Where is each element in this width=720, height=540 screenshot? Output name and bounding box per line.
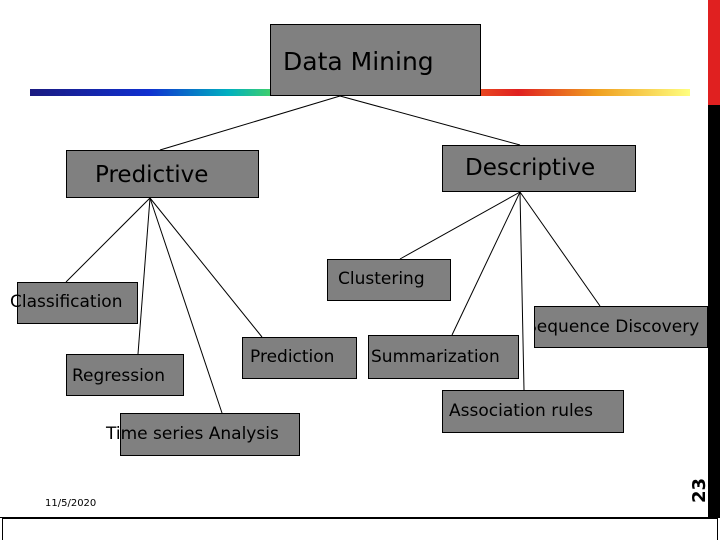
slide-page-number: 23 [689, 477, 710, 503]
sequence-discovery-node-label: Sequence Discovery [534, 317, 700, 337]
time-series-node-label: Time series Analysis [106, 424, 279, 444]
root-node-box: Data Mining [270, 24, 481, 96]
prediction-node-label: Prediction [250, 347, 335, 367]
clustering-node-box: Clustering [327, 259, 451, 301]
predictive-node-label: Predictive [95, 162, 209, 188]
descriptive-node-label: Descriptive [465, 155, 596, 181]
edge-predictive-classification [65, 197, 151, 283]
clustering-node-label: Clustering [338, 269, 425, 289]
descriptive-node-box: Descriptive [442, 145, 636, 192]
edge-root-descriptive [339, 95, 521, 146]
edge-descriptive-summarization [451, 191, 521, 336]
classification-node-label: Classification [10, 292, 123, 312]
black-side-strip [708, 105, 720, 518]
edge-predictive-prediction [149, 197, 263, 338]
predictive-node-box: Predictive [66, 150, 259, 198]
edge-predictive-regression [137, 197, 151, 355]
red-accent-strip [708, 0, 720, 105]
prediction-node-box: Prediction [242, 337, 357, 379]
edge-descriptive-sequence [519, 191, 601, 307]
edge-root-predictive [159, 95, 341, 151]
slide-date: 11/5/2020 [45, 498, 97, 509]
classification-node-box [17, 282, 138, 324]
regression-node-box: Regression [66, 354, 184, 396]
association-node-label: Association rules [449, 401, 594, 421]
footer-frame [2, 518, 718, 540]
edge-descriptive-clustering [399, 191, 521, 260]
summarization-node-box: Summarization [368, 335, 519, 379]
association-node-box: Association rules [442, 390, 624, 433]
time-series-node-box [120, 413, 300, 456]
summarization-node-label: Summarization [371, 347, 500, 367]
root-node-label: Data Mining [283, 47, 434, 76]
edge-predictive-timeseries [149, 197, 223, 414]
regression-node-label: Regression [72, 366, 165, 386]
sequence-discovery-node-box: Sequence Discovery [534, 306, 708, 348]
footer-divider [0, 517, 720, 518]
edge-descriptive-association [519, 191, 525, 391]
